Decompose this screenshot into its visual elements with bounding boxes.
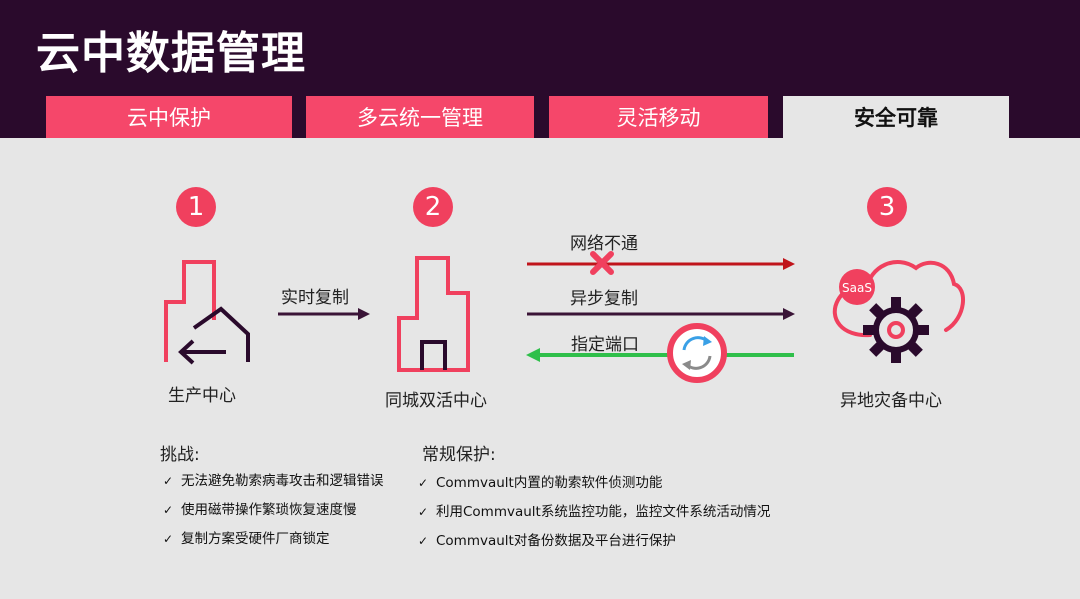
tab-cloud-protection[interactable]: 云中保护	[46, 96, 292, 138]
tab-flexible-mobility[interactable]: 灵活移动	[549, 96, 768, 138]
disaster-recovery-center-label: 异地灾备中心	[840, 391, 942, 411]
check-icon: ✓	[163, 474, 174, 488]
step-number-3: 3	[867, 187, 907, 227]
sync-icon	[667, 323, 727, 383]
network-blocked-label: 网络不通	[570, 234, 638, 254]
challenges-heading: 挑战:	[160, 445, 200, 465]
saas-badge: SaaS	[839, 269, 875, 305]
cloud-icon	[832, 260, 966, 338]
list-item: ✓利用Commvault系统监控功能，监控文件系统活动情况	[418, 498, 770, 527]
async-replication-label: 异步复制	[570, 289, 638, 309]
blocked-x-icon	[590, 251, 614, 275]
check-icon: ✓	[418, 476, 429, 490]
protection-list: ✓Commvault内置的勒索软件侦测功能 ✓利用Commvault系统监控功能…	[418, 469, 770, 556]
list-item: ✓复制方案受硬件厂商锁定	[163, 525, 384, 554]
realtime-replication-label: 实时复制	[281, 288, 349, 308]
step-number-1: 1	[176, 187, 216, 227]
saas-badge-text: SaaS	[842, 281, 872, 295]
check-icon: ✓	[418, 534, 429, 548]
list-item: ✓Commvault内置的勒索软件侦测功能	[418, 469, 770, 498]
check-icon: ✓	[418, 505, 429, 519]
challenges-list: ✓无法避免勒索病毒攻击和逻辑错误 ✓使用磁带操作繁琐恢复速度慢 ✓复制方案受硬件…	[163, 467, 384, 554]
tab-multicloud-management[interactable]: 多云统一管理	[306, 96, 534, 138]
step-number-2: 2	[413, 187, 453, 227]
tab-secure-reliable[interactable]: 安全可靠	[783, 96, 1009, 138]
check-icon: ✓	[163, 532, 174, 546]
network-blocked-arrow	[527, 258, 795, 270]
check-icon: ✓	[163, 503, 174, 517]
list-item: ✓使用磁带操作繁琐恢复速度慢	[163, 496, 384, 525]
production-center-label: 生产中心	[168, 386, 236, 406]
page-title: 云中数据管理	[36, 28, 306, 79]
active-active-center-label: 同城双活中心	[385, 391, 487, 411]
port-arrow	[526, 348, 794, 362]
list-item: ✓Commvault对备份数据及平台进行保护	[418, 527, 770, 556]
gear-icon	[863, 297, 929, 363]
realtime-arrow	[278, 308, 370, 320]
specified-port-label: 指定端口	[571, 335, 639, 355]
production-building-icon	[164, 260, 250, 365]
active-active-building-icon	[397, 256, 470, 372]
async-replication-arrow	[527, 308, 795, 320]
list-item: ✓无法避免勒索病毒攻击和逻辑错误	[163, 467, 384, 496]
protection-heading: 常规保护:	[422, 445, 496, 465]
